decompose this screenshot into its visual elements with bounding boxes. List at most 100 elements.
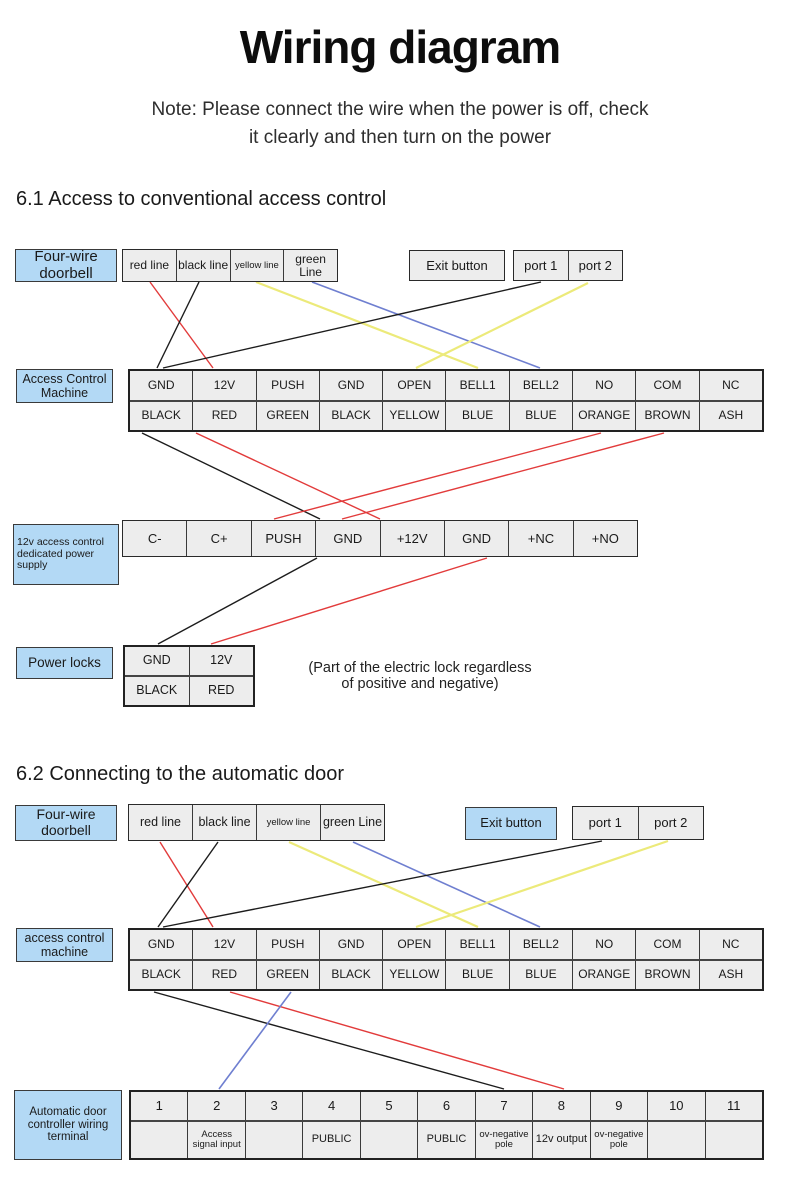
table-cell: Access signal input bbox=[188, 1122, 246, 1158]
table-cell: ORANGE bbox=[573, 401, 637, 430]
table-cell: port 1 bbox=[573, 807, 639, 839]
page-note: Note: Please connect the wire when the p… bbox=[0, 96, 800, 152]
table-cell: YELLOW bbox=[383, 960, 447, 989]
table-cell: 1 bbox=[131, 1092, 189, 1120]
table-cell: OPEN bbox=[383, 930, 447, 959]
table-cell: +NO bbox=[591, 530, 619, 546]
table-cell: black line bbox=[193, 805, 257, 840]
wire-red bbox=[273, 432, 602, 520]
table-cell: BLUE bbox=[510, 401, 574, 430]
wire-red bbox=[195, 432, 381, 520]
wire-red bbox=[229, 991, 565, 1090]
table-cell: BELL1 bbox=[446, 371, 510, 400]
table-cell: NO bbox=[573, 930, 637, 959]
table-cell: 10 bbox=[648, 1092, 706, 1120]
table-cell: +NC bbox=[509, 521, 574, 556]
table-cell: green Line bbox=[295, 251, 326, 279]
table-cell: yellow line bbox=[257, 805, 321, 840]
table-cell: port 1 bbox=[514, 251, 569, 280]
table-cell: GND bbox=[316, 521, 381, 556]
table-cell: PUBLIC bbox=[303, 1122, 361, 1158]
table-cell: black line bbox=[177, 250, 231, 281]
wire-black bbox=[162, 281, 542, 369]
lock-note: (Part of the electric lock regardless of… bbox=[258, 660, 582, 692]
table-cell: GND bbox=[125, 647, 190, 675]
table-cell: BLACK bbox=[130, 960, 194, 989]
table-cell: 11 bbox=[727, 1098, 741, 1114]
table-cell: 3 bbox=[246, 1092, 304, 1120]
table-cell: 12V bbox=[193, 371, 257, 400]
doorbell-label-1: Four-wire doorbell bbox=[15, 248, 117, 282]
acm-label-2: access control machine bbox=[16, 928, 113, 962]
wire-blue bbox=[311, 281, 541, 369]
table-cell bbox=[246, 1122, 304, 1158]
table-cell bbox=[131, 1122, 189, 1158]
table-cell: +12V bbox=[381, 521, 445, 556]
note-line-2: it clearly and then turn on the power bbox=[248, 127, 552, 148]
table-cell: NC bbox=[722, 377, 740, 392]
table-cell: 9 bbox=[591, 1092, 649, 1120]
table-cell: 12v output bbox=[533, 1122, 591, 1158]
lock-note-line-1: (Part of the electric lock regardless bbox=[308, 660, 532, 676]
wire-black bbox=[153, 991, 505, 1090]
wire-blue bbox=[352, 841, 541, 928]
table-cell: GND bbox=[445, 521, 510, 556]
table-cell: BROWN bbox=[636, 401, 700, 430]
table-cell: 7 bbox=[476, 1092, 534, 1120]
table-cell: 4 bbox=[303, 1092, 361, 1120]
page-title: Wiring diagram bbox=[239, 21, 561, 73]
psu-label: 12v access control dedicated power suppl… bbox=[13, 524, 119, 585]
table-cell: GND bbox=[320, 930, 384, 959]
table-cell: PUSH bbox=[252, 521, 317, 556]
table-cell: BLACK bbox=[130, 401, 194, 430]
table-cell: GREEN bbox=[257, 960, 320, 989]
wire-red bbox=[149, 281, 214, 369]
wire-yellow bbox=[255, 280, 479, 370]
table-cell: YELLOW bbox=[383, 401, 447, 430]
table-cell: RED bbox=[193, 960, 257, 989]
table-cell: GND bbox=[130, 371, 194, 400]
table-cell: 8 bbox=[533, 1092, 591, 1120]
table-cell: BLACK bbox=[320, 401, 384, 430]
table-cell: 5 bbox=[361, 1092, 419, 1120]
terminal-label: Automatic door controller wiring termina… bbox=[14, 1090, 122, 1160]
wire-black bbox=[162, 840, 603, 928]
wire-black bbox=[156, 281, 200, 369]
table-cell: BLUE bbox=[446, 401, 510, 430]
table-cell bbox=[361, 1122, 419, 1158]
table-cell: ov-negative pole bbox=[476, 1122, 534, 1158]
wire-red bbox=[341, 432, 665, 520]
table-cell: 12V bbox=[210, 653, 233, 668]
wire-yellow bbox=[415, 282, 589, 369]
table-cell: ORANGE bbox=[573, 960, 637, 989]
wire-yellow bbox=[415, 839, 669, 929]
table-cell: C+ bbox=[187, 521, 252, 556]
power-locks-label: Power locks bbox=[16, 647, 113, 679]
table-cell: GND bbox=[130, 930, 194, 959]
table-cell: 12V bbox=[193, 930, 257, 959]
table-cell: port 2 bbox=[578, 257, 612, 273]
table-cell: 6 bbox=[418, 1092, 476, 1120]
note-line-1: Note: Please connect the wire when the p… bbox=[151, 99, 649, 120]
table-cell: BLUE bbox=[510, 960, 574, 989]
table-cell bbox=[648, 1122, 706, 1158]
table-cell: NC bbox=[722, 936, 740, 951]
table-cell: BELL2 bbox=[510, 371, 574, 400]
exit-button-1: Exit button bbox=[409, 250, 505, 281]
table-cell: RED bbox=[193, 401, 257, 430]
table-cell: BELL1 bbox=[446, 930, 510, 959]
wire-red bbox=[210, 557, 488, 645]
table-cell: COM bbox=[636, 930, 700, 959]
